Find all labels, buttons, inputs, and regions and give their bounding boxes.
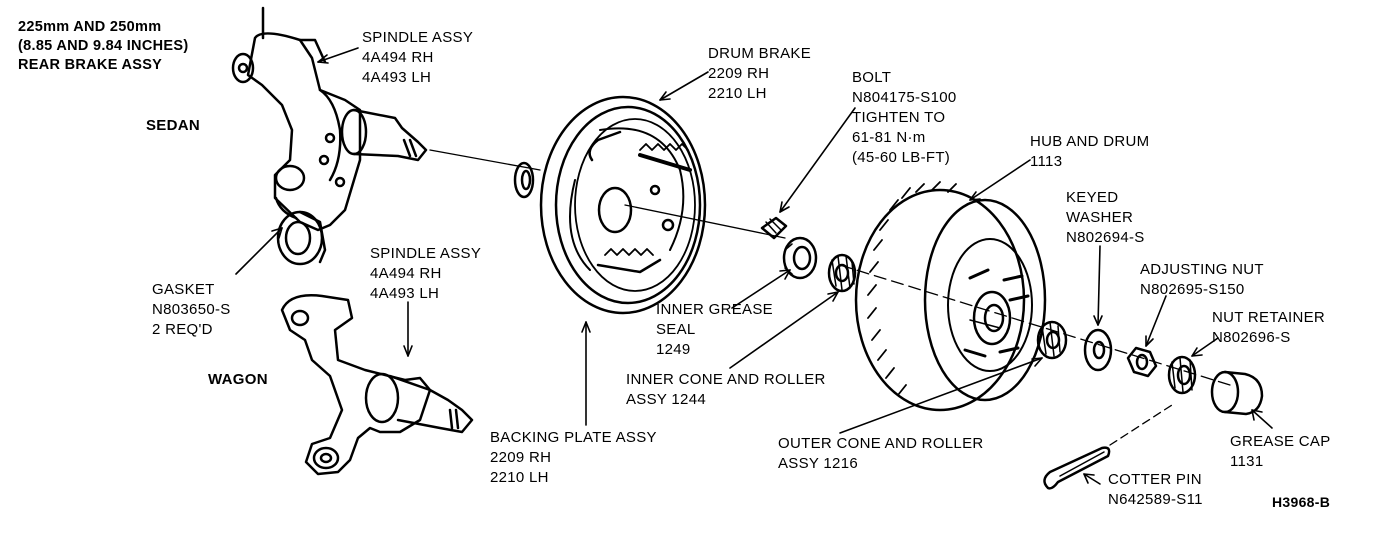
label-adjusting-nut: ADJUSTING NUT N802695-S150 — [1140, 260, 1264, 300]
label-spindle-wagon: SPINDLE ASSY 4A494 RH 4A493 LH — [370, 244, 481, 304]
label-line: N802694-S — [1066, 229, 1145, 246]
label-line: 61-81 N·m — [852, 129, 926, 146]
title-line-3: REAR BRAKE ASSY — [18, 57, 163, 73]
label-line: BACKING PLATE ASSY — [490, 429, 657, 446]
label-line: (45-60 LB-FT) — [852, 149, 951, 166]
label-outer-cone: OUTER CONE AND ROLLER ASSY 1216 — [778, 434, 984, 474]
label-line: 4A494 RH — [370, 265, 442, 282]
label-line: 1131 — [1230, 453, 1264, 470]
leader-lines — [235, 47, 1273, 485]
drum-brake-drawing — [539, 95, 707, 315]
nut-retainer-drawing — [1167, 355, 1197, 395]
label-line: 2210 LH — [708, 85, 767, 102]
label-inner-grease-seal: INNER GREASE SEAL 1249 — [656, 300, 773, 360]
label-line: OUTER CONE AND ROLLER — [778, 435, 984, 452]
label-line: N802696-S — [1212, 329, 1291, 346]
label-line: TIGHTEN TO — [852, 109, 946, 126]
inner-grease-seal-drawing — [782, 236, 818, 280]
label-line: N802695-S150 — [1140, 281, 1245, 298]
label-line: DRUM BRAKE — [708, 45, 812, 62]
label-line: GREASE CAP — [1230, 433, 1331, 450]
label-line: N803650-S — [152, 301, 231, 318]
label-line: COTTER PIN — [1108, 471, 1202, 488]
label-cotter-pin: COTTER PIN N642589-S11 — [1108, 470, 1203, 510]
label-keyed-washer: KEYED WASHER N802694-S — [1066, 188, 1145, 248]
label-line: WASHER — [1066, 209, 1134, 226]
wagon-spindle-drawing — [280, 294, 474, 476]
label-line: 1113 — [1030, 153, 1063, 170]
label-line: 2 REQ'D — [152, 321, 213, 338]
label-line: NUT RETAINER — [1212, 309, 1326, 326]
label-nut-retainer: NUT RETAINER N802696-S — [1212, 308, 1325, 348]
label-line: SPINDLE ASSY — [370, 245, 482, 262]
label-line: SPINDLE ASSY — [362, 29, 474, 46]
grease-cap-drawing — [1210, 370, 1264, 416]
label-line: N642589-S11 — [1108, 491, 1203, 508]
outer-cone-drawing — [1036, 320, 1068, 360]
label-line: ASSY 1244 — [626, 391, 706, 408]
label-line: 2209 RH — [708, 65, 770, 82]
figure-id: H3968-B — [1272, 494, 1331, 510]
label-line: INNER GREASE — [656, 301, 773, 318]
label-inner-cone: INNER CONE AND ROLLER ASSY 1244 — [626, 370, 826, 410]
title-line-1: 225mm AND 250mm — [18, 19, 162, 35]
adjusting-nut-drawing — [1126, 346, 1158, 378]
keyed-washer-drawing — [1083, 328, 1113, 372]
label-bolt: BOLT N804175-S100 TIGHTEN TO 61-81 N·m (… — [852, 68, 957, 168]
label-line: N804175-S100 — [852, 89, 957, 106]
label-line: 4A493 LH — [370, 285, 440, 302]
label-line: BOLT — [852, 69, 892, 86]
sedan-spindle-drawing — [231, 6, 428, 266]
label-hub-drum: HUB AND DRUM 1113 — [1030, 132, 1149, 172]
label-grease-cap: GREASE CAP 1131 — [1230, 432, 1331, 472]
hub-drum-drawing — [854, 181, 1047, 412]
label-line: 4A493 LH — [362, 69, 432, 86]
label-line: KEYED — [1066, 189, 1119, 206]
sedan-label: SEDAN — [146, 117, 201, 134]
label-line: 2210 LH — [490, 469, 549, 486]
label-gasket: GASKET N803650-S 2 REQ'D — [152, 280, 231, 340]
label-line: ADJUSTING NUT — [1140, 261, 1264, 278]
label-drum-brake: DRUM BRAKE 2209 RH 2210 LH — [708, 44, 811, 104]
label-line: 4A494 RH — [362, 49, 434, 66]
diagram-title: 225mm AND 250mm (8.85 AND 9.84 INCHES) R… — [18, 18, 188, 75]
label-line: GASKET — [152, 281, 215, 298]
label-spindle-sedan: SPINDLE ASSY 4A494 RH 4A493 LH — [362, 28, 473, 88]
label-line: ASSY 1216 — [778, 455, 858, 472]
label-line: HUB AND DRUM — [1030, 133, 1150, 150]
gasket-drawing — [513, 161, 535, 199]
cotter-pin-drawing — [1043, 404, 1173, 490]
title-line-2: (8.85 AND 9.84 INCHES) — [18, 38, 189, 54]
label-backing-plate: BACKING PLATE ASSY 2209 RH 2210 LH — [490, 428, 657, 488]
label-line: 2209 RH — [490, 449, 552, 466]
label-line: INNER CONE AND ROLLER — [626, 371, 826, 388]
wagon-label: WAGON — [208, 371, 268, 388]
label-line: SEAL — [656, 321, 696, 338]
bolt-drawing — [760, 216, 788, 240]
inner-cone-drawing — [827, 253, 857, 293]
label-line: 1249 — [656, 341, 691, 358]
